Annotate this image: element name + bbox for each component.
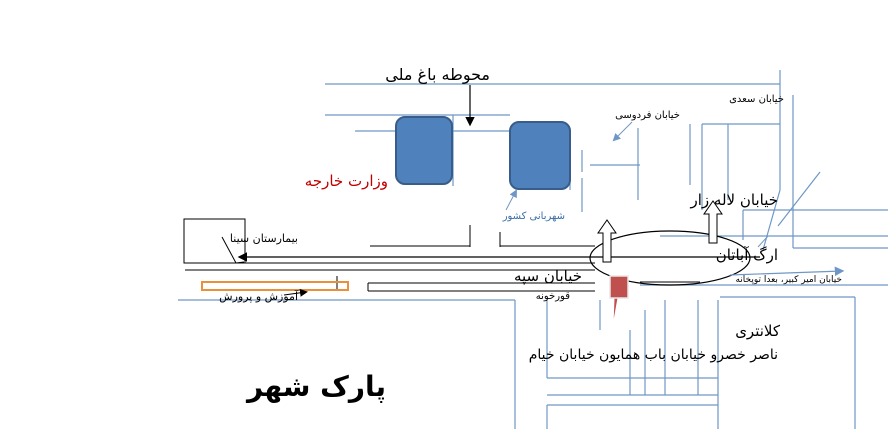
up-arrow-sepah [597,219,617,263]
arrows [221,85,845,297]
police-hq-building [509,121,571,190]
label-ghoorkhaneh: قورخونه [536,291,570,302]
label-kalantari: کلانتری [735,322,781,340]
label-amoozesh-parvaresh: آموزش و پرورش [219,289,299,303]
label-vezarat-kharejeh: وزارت خارجه [305,172,388,190]
road-outlines [185,225,700,292]
label-bagh-meli: محوطه باغ ملی [385,65,490,85]
label-park-shahr: پارک شهر [245,370,386,403]
label-khiaban-ferdowsi: خیابان فردوسی [615,110,680,121]
label-shahrbani-keshvar: شهربانی کشور [502,211,565,222]
hospital-block [183,218,246,264]
education-ministry-block [201,281,349,291]
foreign-ministry-building [395,116,453,185]
square-ellipse [589,230,751,286]
up-arrow-lalezar [703,200,723,244]
label-south-streets: ناصر خصرو خیابان باب همایون خیابان خیام [529,347,778,363]
label-khiaban-lalezar: خیابان لاله زار [690,191,779,209]
label-khiaban-saadi: خیابان سعدی [729,94,784,105]
label-bimarestan-sina: بیمارستان سینا [230,232,298,245]
label-arg-abatan: ارگ آباتان [716,246,778,264]
label-khiaban-amir-kabir: خیابان امیر کبیر، بعدا توپخانه [735,275,842,285]
label-khiaban-sepah: خیابان سپه [514,267,582,286]
